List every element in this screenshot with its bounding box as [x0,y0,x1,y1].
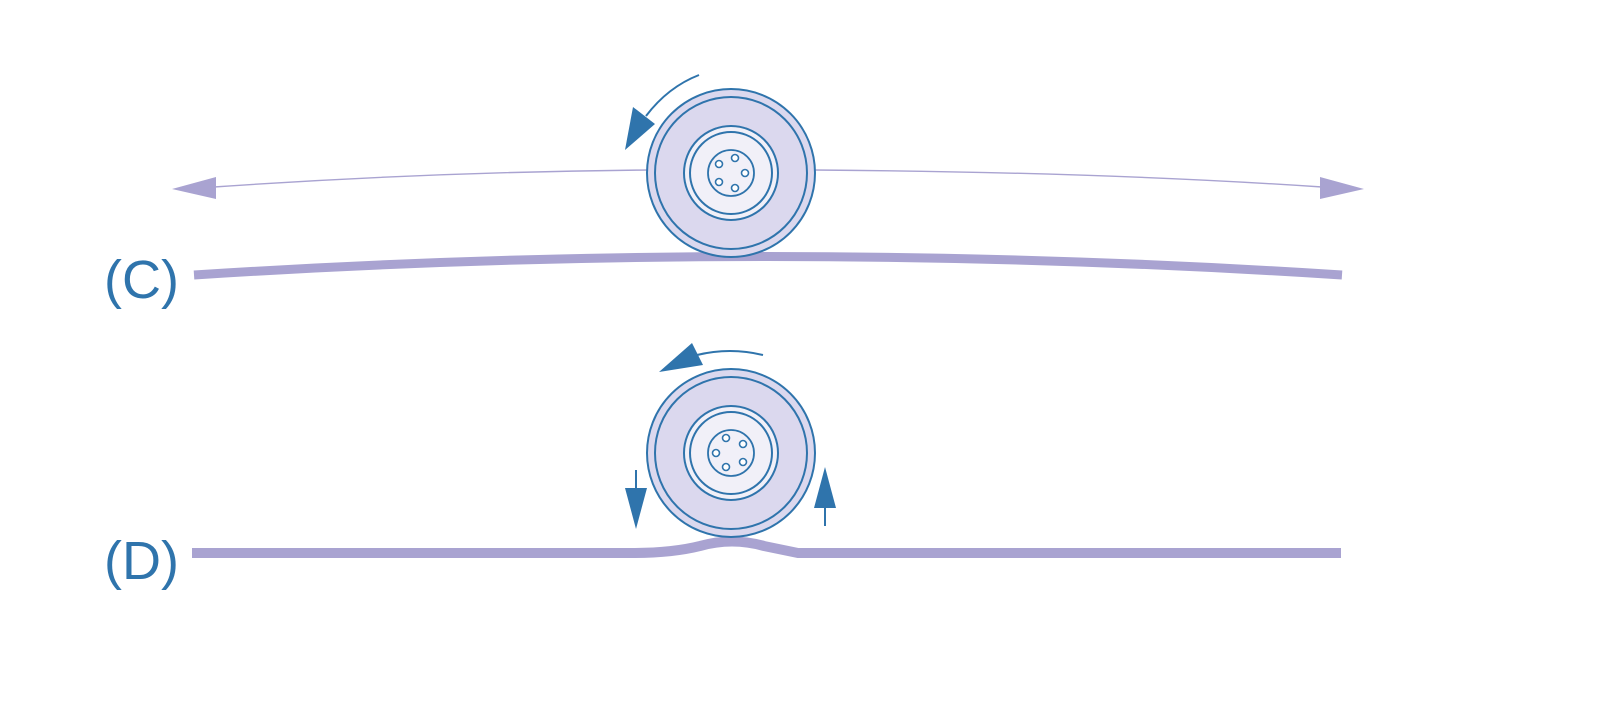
vertical-arrow-icon [625,470,647,529]
curved-arrow-icon [659,343,764,372]
wheel-icon [646,368,816,538]
curved-beam [193,252,1343,280]
panel-label-d: (D) [104,531,179,591]
panel-d: (D) [104,343,1341,591]
flat-beam-with-bump [192,536,1341,558]
panel-c: (C) [104,74,1364,310]
curved-arrow-icon [625,74,700,150]
bolt-holes [711,433,748,472]
bolt-holes [714,153,750,193]
double-arrow-icon [172,169,1364,199]
wheel-icon [646,88,816,258]
panel-label-c: (C) [104,250,179,310]
vertical-arrow-icon [814,467,836,526]
